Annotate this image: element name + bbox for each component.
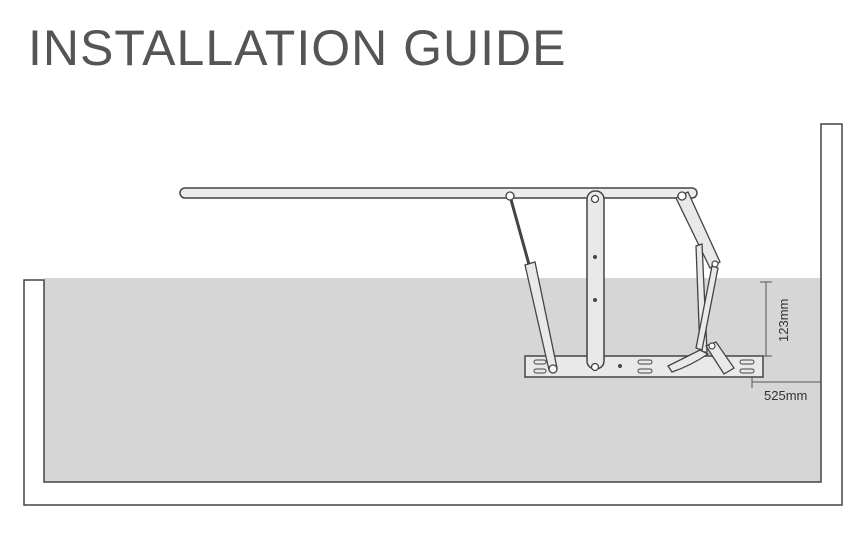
width-dimension-label: 525mm — [764, 388, 807, 403]
support-arm — [586, 190, 605, 372]
bed-board — [179, 187, 698, 199]
box-outline — [23, 123, 843, 506]
height-dimension: 123mm — [760, 281, 791, 357]
hinge-linkage — [667, 191, 735, 375]
gas-strut — [505, 191, 558, 374]
height-dimension-label: 123mm — [776, 299, 791, 342]
mounting-plate — [524, 355, 764, 378]
box-interior — [44, 278, 821, 482]
page-title: INSTALLATION GUIDE — [28, 20, 567, 76]
width-dimension: 525mm — [751, 376, 821, 403]
